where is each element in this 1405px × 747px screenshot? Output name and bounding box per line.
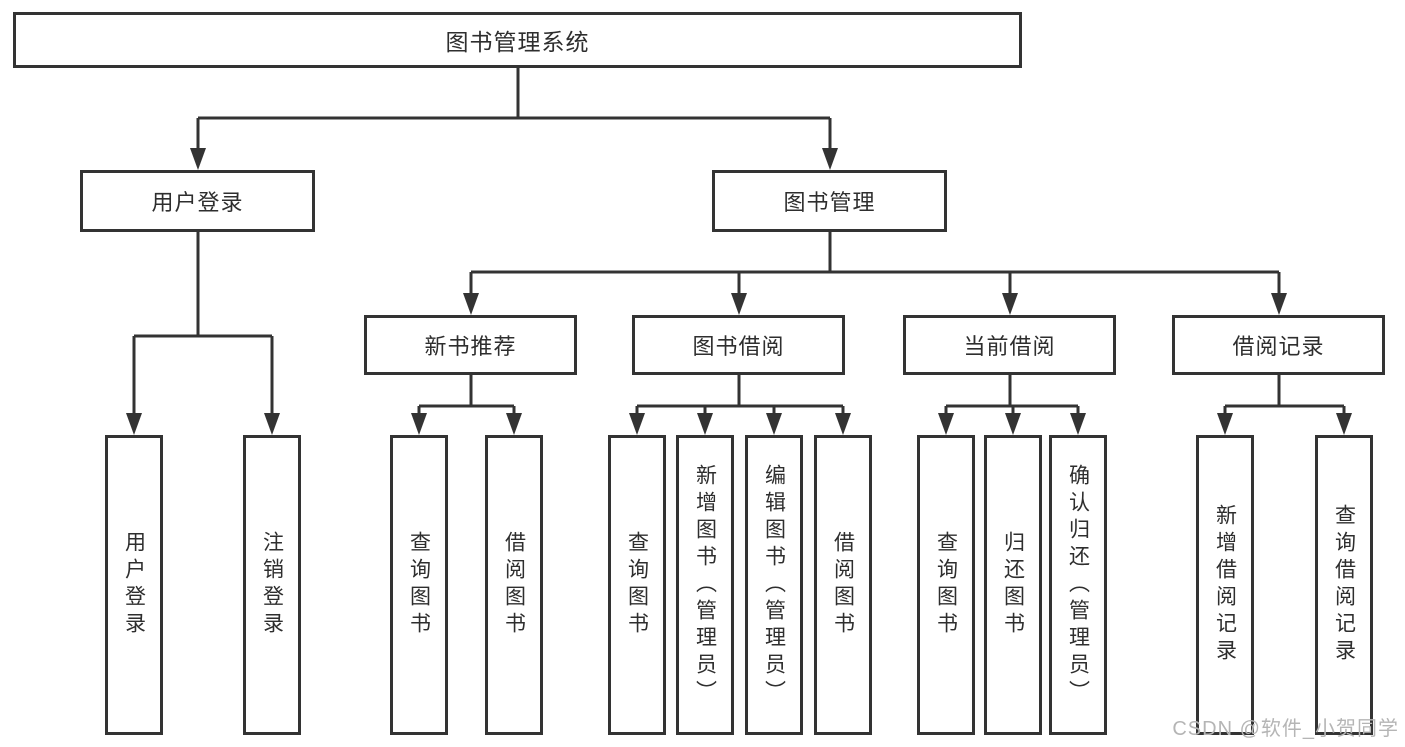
leaf-confirm-return-admin: 确认归还（管理员） — [1049, 435, 1107, 735]
leaf-borrow-books-1: 借阅图书 — [485, 435, 543, 735]
leaf-logout: 注销登录 — [243, 435, 301, 735]
node-book-borrow: 图书借阅 — [632, 315, 845, 375]
node-label: 图书管理 — [783, 190, 876, 215]
leaf-label: 查询图书 — [934, 531, 958, 639]
node-label: 用户登录 — [151, 190, 244, 215]
leaf-add-books-admin: 新增图书（管理员） — [676, 435, 734, 735]
connector-book-borrow — [629, 375, 851, 435]
leaf-label: 查询图书 — [407, 531, 431, 639]
node-label: 新书推荐 — [424, 334, 517, 359]
connector-root — [190, 68, 838, 170]
node-book-management: 图书管理 — [712, 170, 947, 232]
node-label: 图书管理系统 — [445, 29, 590, 55]
leaf-label: 新增借阅记录 — [1213, 504, 1237, 666]
node-new-book-recommend: 新书推荐 — [364, 315, 577, 375]
connector-book-management — [463, 232, 1287, 315]
node-book-management-system: 图书管理系统 — [13, 12, 1022, 68]
leaf-label: 编辑图书（管理员） — [762, 463, 786, 707]
node-borrow-records: 借阅记录 — [1172, 315, 1385, 375]
node-label: 图书借阅 — [692, 334, 785, 359]
leaf-query-borrow-record: 查询借阅记录 — [1315, 435, 1373, 735]
leaf-label: 借阅图书 — [831, 531, 855, 639]
leaf-label: 查询借阅记录 — [1332, 504, 1356, 666]
node-label: 借阅记录 — [1232, 334, 1325, 359]
leaf-return-books: 归还图书 — [984, 435, 1042, 735]
leaf-query-books-1: 查询图书 — [390, 435, 448, 735]
node-current-borrow: 当前借阅 — [903, 315, 1116, 375]
leaf-add-borrow-record: 新增借阅记录 — [1196, 435, 1254, 735]
leaf-query-books-2: 查询图书 — [608, 435, 666, 735]
node-label: 当前借阅 — [963, 334, 1056, 359]
csdn-watermark: CSDN @软件_小贺同学 — [1172, 718, 1399, 740]
leaf-label: 归还图书 — [1001, 531, 1025, 639]
connector-new-book — [411, 375, 522, 435]
leaf-query-books-3: 查询图书 — [917, 435, 975, 735]
leaf-label: 新增图书（管理员） — [693, 463, 717, 707]
leaf-label: 用户登录 — [122, 531, 146, 639]
leaf-borrow-books-2: 借阅图书 — [814, 435, 872, 735]
leaf-edit-books-admin: 编辑图书（管理员） — [745, 435, 803, 735]
leaf-user-login: 用户登录 — [105, 435, 163, 735]
connector-user-login — [126, 232, 280, 435]
leaf-label: 借阅图书 — [502, 531, 526, 639]
connector-borrow-records — [1217, 375, 1352, 435]
leaf-label: 确认归还（管理员） — [1066, 463, 1090, 707]
leaf-label: 注销登录 — [260, 531, 284, 639]
connector-current-borrow — [938, 375, 1086, 435]
node-user-login: 用户登录 — [80, 170, 315, 232]
leaf-label: 查询图书 — [625, 531, 649, 639]
